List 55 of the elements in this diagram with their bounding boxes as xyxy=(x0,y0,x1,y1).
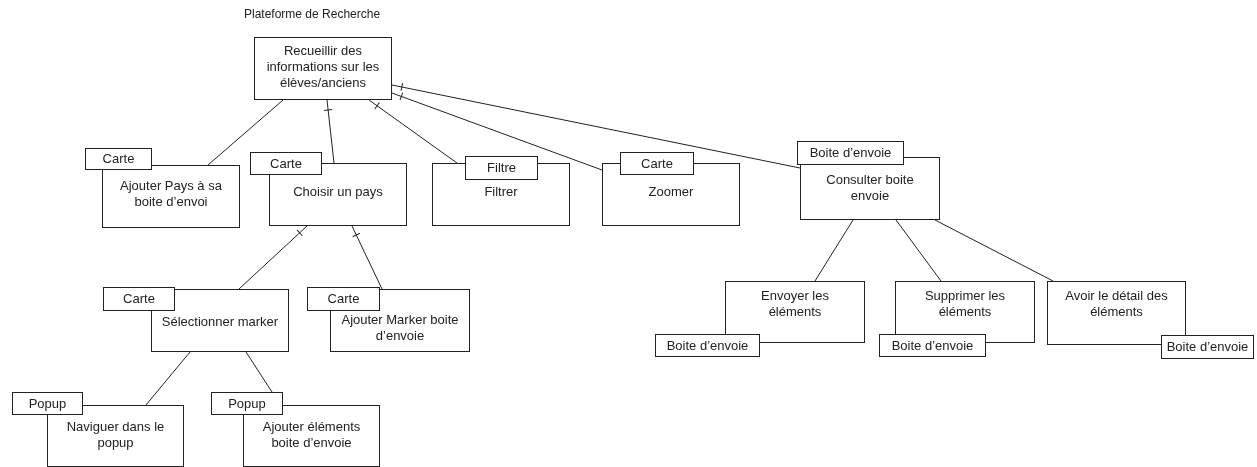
box-label: Recueillir des informations sur les élèves/anciens xyxy=(265,43,381,91)
box-label: Popup xyxy=(228,395,266,412)
box-label: Filtrer xyxy=(484,184,518,200)
connector-line xyxy=(814,219,854,282)
box-label: Ajouter éléments boite d’envoie xyxy=(261,419,362,451)
box-label: Zoomer xyxy=(648,184,694,200)
connector-line xyxy=(245,351,273,393)
diagram-title: Plateforme de Recherche xyxy=(244,7,381,21)
box-label: Boite d’envoie xyxy=(1166,339,1249,355)
tag-box xyxy=(307,287,380,311)
box-label: Envoyer les éléments xyxy=(760,288,830,320)
tag-box xyxy=(797,141,904,165)
tag-box xyxy=(620,152,694,175)
box-label: Filtre xyxy=(487,160,516,176)
connector-line xyxy=(895,219,942,282)
box-label: Carte xyxy=(641,155,673,172)
box-label: Ajouter Pays à sa boite d’envoi xyxy=(119,178,223,210)
connector-line xyxy=(368,99,458,164)
box-label: Carte xyxy=(327,291,360,307)
tag-box xyxy=(465,156,538,180)
tag-box xyxy=(211,392,283,415)
use-case-box xyxy=(725,281,865,343)
tag-box xyxy=(879,334,986,357)
use-case-box xyxy=(254,37,392,100)
use-case-box xyxy=(102,165,240,228)
use-case-box xyxy=(800,157,940,220)
tag-box xyxy=(85,148,152,170)
box-label: Boite d’envoie xyxy=(809,145,892,161)
tag-box xyxy=(1161,335,1254,359)
connector-line xyxy=(207,99,284,166)
box-label: Consulter boite envoie xyxy=(825,172,915,204)
connector-line xyxy=(351,225,383,290)
tag-box xyxy=(12,392,83,415)
box-label: Avoir le détail des éléments xyxy=(1064,288,1169,320)
connector-line xyxy=(934,219,1054,282)
use-case-box xyxy=(895,281,1035,343)
box-label: Boite d’envoie xyxy=(666,337,749,354)
connector-line xyxy=(391,82,801,169)
box-label: Choisir un pays xyxy=(293,184,383,200)
box-label: Popup xyxy=(28,395,67,412)
connector-line xyxy=(391,92,603,171)
tag-box xyxy=(103,287,175,311)
tag-box xyxy=(250,152,322,175)
box-label: Naviguer dans le popup xyxy=(65,419,166,451)
connector-line xyxy=(323,99,335,164)
connector-line xyxy=(145,351,191,406)
box-label: Carte xyxy=(270,155,302,172)
box-label: Supprimer les éléments xyxy=(923,288,1007,320)
box-label: Carte xyxy=(102,151,135,167)
tag-box xyxy=(655,334,760,357)
box-label: Sélectionner marker xyxy=(161,314,279,330)
connector-line xyxy=(238,225,308,290)
box-label: Ajouter Marker boite d’envoie xyxy=(340,312,460,344)
box-label: Boite d’envoie xyxy=(891,337,974,354)
box-label: Carte xyxy=(123,291,155,307)
